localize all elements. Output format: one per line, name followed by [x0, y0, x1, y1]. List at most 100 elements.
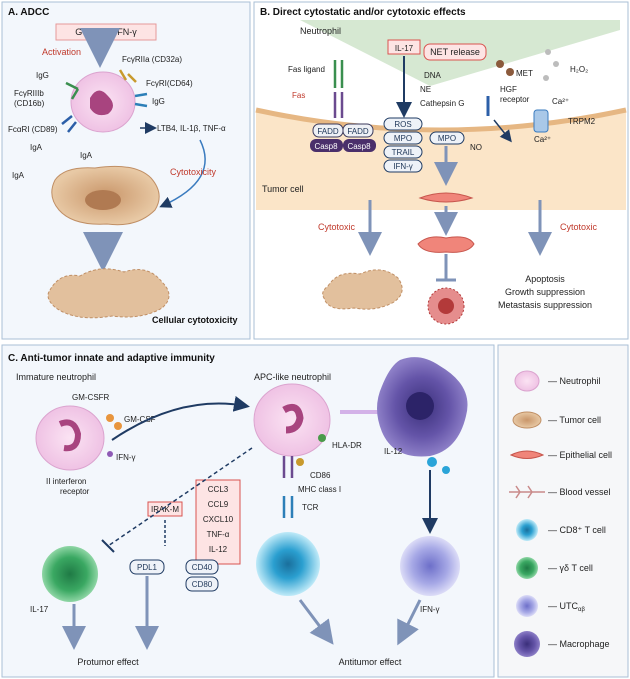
- mpo-pill-1: [383, 131, 423, 145]
- ros-pill: [383, 117, 423, 131]
- tumor-nucleus-a: [85, 190, 121, 210]
- utc-cell: [400, 536, 460, 596]
- immature-neutrophil-label: Immature neutrophil: [16, 372, 96, 382]
- panel-a-title: A. ADCC: [8, 7, 49, 18]
- cd80-label: CD80: [192, 580, 213, 589]
- trail-pill: [383, 145, 423, 159]
- ifng-label-b: IFN-γ: [393, 162, 413, 171]
- fcgr3b-receptor: [65, 81, 80, 100]
- ifng-label-c2: IFN-γ: [420, 605, 440, 614]
- gmcsf-ligand-2: [114, 422, 122, 430]
- immature-nucleus: [58, 419, 82, 452]
- legend-item-3: — Blood vessel: [548, 487, 611, 497]
- panel-a: A. ADCC G-CSF， IFN-γ Activation IgG FcγR…: [1, 1, 251, 340]
- activation-label: Activation: [42, 47, 81, 57]
- cellular-cytotoxicity-label: Cellular cytotoxicity: [152, 315, 238, 325]
- antitumor-label: Antitumor effect: [339, 657, 402, 667]
- lysed-tumor-cell: [47, 268, 170, 319]
- casp8-label-1: Casp8: [314, 142, 338, 151]
- dna-label: DNA: [424, 71, 442, 80]
- cytotoxic-label-1: Cytotoxic: [318, 222, 356, 232]
- legend-item-4: — CD8⁺ T cell: [548, 525, 606, 535]
- fcar-label: FcαRI (CD89): [8, 125, 58, 134]
- no-label: NO: [470, 143, 482, 152]
- h2o2-dot-3: [543, 75, 549, 81]
- trail-label: TRAIL: [392, 148, 415, 157]
- fas-label: Fas: [292, 91, 305, 100]
- cytokine-item-2: CXCL10: [203, 515, 234, 524]
- maturation-arrow: [111, 395, 250, 441]
- legend-cd8-icon: [516, 519, 538, 541]
- fcgr2a-label: FcγRIIa (CD32a): [122, 55, 182, 64]
- legend-item-2: — Epithelial cell: [548, 450, 612, 460]
- outcome-growth: Growth suppression: [505, 287, 585, 297]
- cd80-pill: [185, 576, 219, 592]
- legend-utc-icon: [516, 595, 538, 617]
- il12-dot-1: [427, 457, 437, 467]
- suppress-line: [107, 447, 253, 547]
- ne-label: NE: [420, 85, 431, 94]
- fadd-box-2: [342, 123, 374, 138]
- cytotoxicity-label: Cytotoxicity: [170, 167, 217, 177]
- legend-item-6: — UTCαβ: [548, 601, 585, 613]
- fadd-label-1: FADD: [317, 127, 339, 136]
- irak-m-label: IRAK-M: [151, 505, 179, 514]
- interferon-receptor-label-2: receptor: [60, 487, 90, 496]
- metastatic-nucleus: [438, 298, 454, 314]
- hla-dr-icon: [318, 434, 326, 442]
- tumor-membrane-edge: [255, 107, 627, 133]
- cytokine-item-0: CCL3: [208, 485, 229, 494]
- apc-neutrophil-label: APC-like neutrophil: [254, 372, 331, 382]
- cd86-label: CD86: [310, 471, 331, 480]
- panel-b: B. Direct cytostatic and/or cytotoxic ef…: [253, 1, 629, 340]
- epithelial-cell-2: [417, 236, 475, 253]
- h2o2-dot-2: [553, 61, 559, 67]
- cytokine-label: G-CSF， IFN-γ: [75, 27, 137, 37]
- trpm2-label: TRPM2: [568, 117, 596, 126]
- panel-c: C. Anti-tumor innate and adaptive immuni…: [1, 344, 495, 678]
- outcome-apoptosis: Apoptosis: [525, 274, 565, 284]
- macrophage-nucleus: [406, 392, 434, 420]
- cd8-t-cell: [256, 532, 320, 596]
- gmcsf-label: GM-CSF: [124, 415, 156, 424]
- legend-labels: — Neutrophil— Tumor cell— Epithelial cel…: [548, 376, 612, 649]
- gamma-delta-t-cell: [42, 546, 98, 602]
- ifng-pill-b: [383, 159, 423, 173]
- iga-label-3: IgA: [80, 151, 93, 160]
- net-release-box: [423, 43, 487, 61]
- cd40-label: CD40: [192, 563, 213, 572]
- iga-label-2: IgA: [12, 171, 25, 180]
- fas-ligand-icon: [333, 60, 344, 88]
- igg-label-1: IgG: [36, 71, 49, 80]
- h2o2-dot-1: [545, 49, 551, 55]
- apc-nucleus: [282, 403, 304, 434]
- h2o2-label: H₂O₂: [570, 65, 588, 74]
- neutrophil-nucleus: [90, 90, 113, 116]
- fcgr3b-label-1: FcγRIIIb: [14, 89, 44, 98]
- fcgr1-receptor: [134, 92, 148, 108]
- suppress-bar: [101, 539, 115, 553]
- mpo-pill-2: [429, 131, 465, 145]
- tcr-icon: [282, 496, 294, 518]
- igg-label-2: IgG: [152, 97, 165, 106]
- cytotoxic-label-2: Cytotoxic: [560, 222, 598, 232]
- immature-neutrophil: [35, 405, 105, 471]
- met-label: MET: [516, 69, 533, 78]
- lysed-tumor-cell-b: [322, 269, 403, 310]
- fcgr1-label: FcγRI(CD64): [146, 79, 193, 88]
- protumor-label: Protumor effect: [77, 657, 139, 667]
- cd86-icon: [296, 458, 304, 466]
- cathepsin-label: Cathepsin G: [420, 99, 464, 108]
- il17-label-b: IL-17: [395, 44, 414, 53]
- antitumor-arrow-2: [397, 599, 422, 646]
- cd40-pill: [185, 559, 219, 575]
- ca-label-1: Ca²⁺: [552, 97, 569, 106]
- met-icon: [496, 60, 504, 68]
- outcome-metastasis: Metastasis suppression: [498, 300, 592, 310]
- legend: — Neutrophil— Tumor cell— Epithelial cel…: [497, 344, 629, 678]
- legend-neutrophil-icon: [514, 370, 540, 392]
- fcar-receptor: [61, 115, 77, 133]
- mpo-label-1: MPO: [394, 134, 412, 143]
- apc-neutrophil: [253, 383, 331, 457]
- casp8-box-2: [343, 139, 376, 152]
